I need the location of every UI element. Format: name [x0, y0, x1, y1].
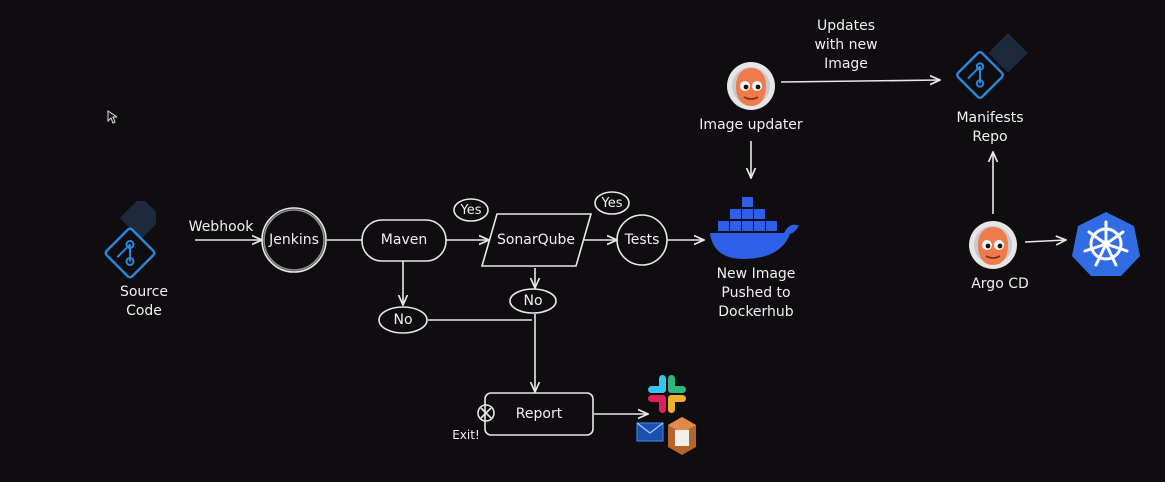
tests-node-shape — [616, 214, 668, 266]
yes-label-2: Yes — [601, 195, 623, 211]
tests-node: Tests — [624, 232, 660, 248]
manifests-repo-label: Manifests Repo — [956, 110, 1024, 145]
mouse-cursor-icon — [107, 110, 117, 124]
no-bubble-1 — [378, 306, 428, 334]
sonarqube-node-shape — [480, 213, 593, 267]
jenkins-node: Jenkins — [269, 232, 319, 248]
no-bubble-2 — [509, 288, 557, 314]
docker-whale-icon — [710, 197, 799, 259]
slack-icon — [648, 375, 686, 413]
maven-node-shape — [361, 219, 447, 262]
notification-icon — [668, 417, 696, 455]
updates-with-new-image-label: Updates with new Image — [814, 18, 878, 72]
webhook-label: Webhook — [188, 219, 254, 235]
git-icon — [104, 201, 156, 279]
maven-node: Maven — [380, 232, 428, 248]
argo-mascot-icon — [727, 62, 775, 110]
arrow-updater-to-manifests — [780, 80, 940, 82]
yes-label-1: Yes — [460, 202, 482, 218]
argo-cd-label: Argo CD — [971, 276, 1029, 292]
yes-bubble-1 — [453, 198, 489, 222]
source-code-label: Source Code — [119, 284, 169, 319]
exit-label: Exit! — [452, 428, 480, 442]
report-node: Report — [515, 406, 563, 422]
argocd-mascot-icon — [969, 221, 1017, 269]
no-label-1: No — [393, 312, 413, 328]
arrow-argo-to-k8s — [1024, 240, 1066, 242]
new-image-label: New Image Pushed to Dockerhub — [716, 266, 796, 320]
manifests-git-icon — [955, 33, 1028, 100]
image-updater-label: Image updater — [699, 117, 803, 133]
exit-icon — [477, 404, 495, 422]
jenkins-node-shape — [261, 207, 327, 273]
yes-bubble-2 — [594, 191, 630, 215]
kubernetes-wheel-icon — [1072, 212, 1140, 276]
mail-icon — [636, 422, 664, 442]
sonarqube-node: SonarQube — [496, 232, 576, 248]
no-label-2: No — [523, 293, 543, 309]
